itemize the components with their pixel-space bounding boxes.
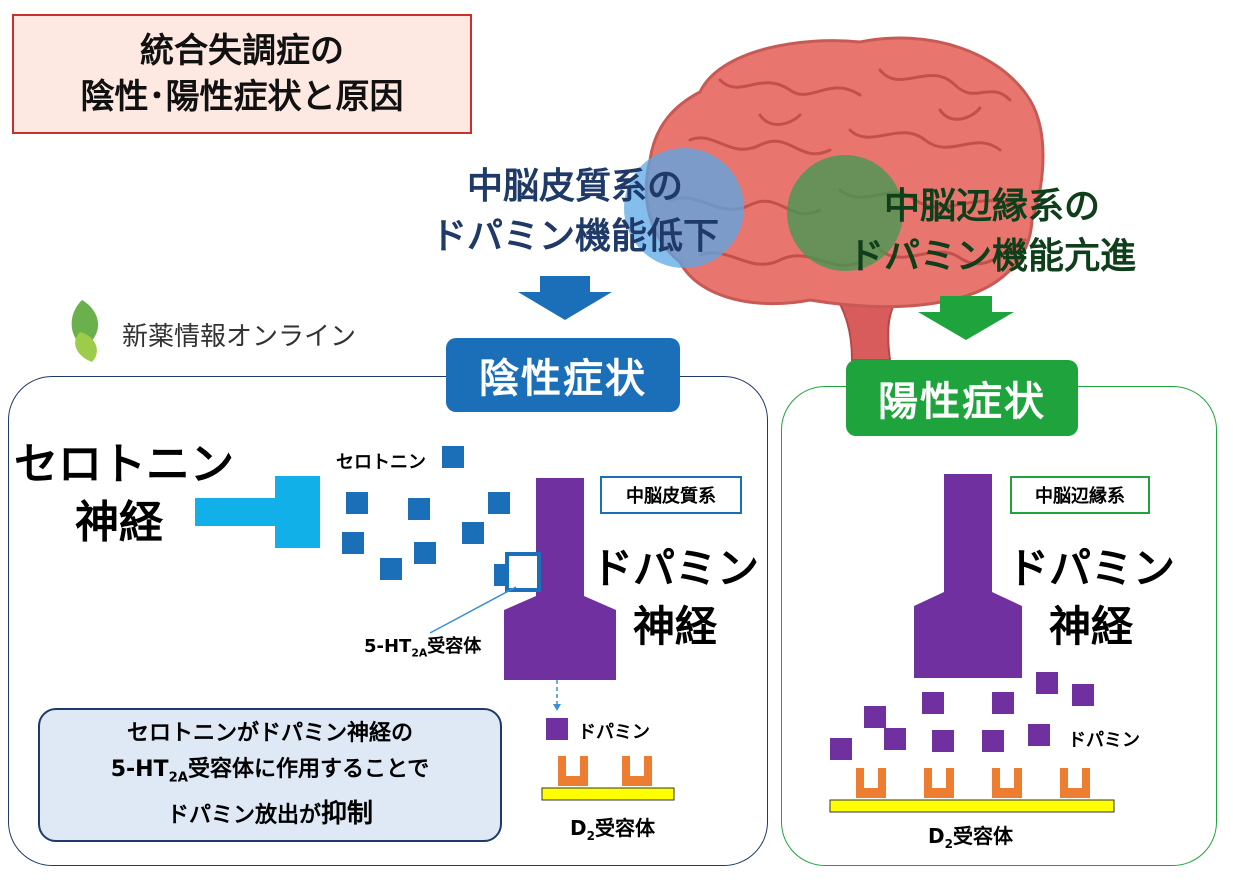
serotonin-neuron-shape [195, 476, 320, 548]
info-line-3: ドパミン放出が抑制 [167, 796, 373, 834]
right-heading: 中脳辺縁系の ドパミン機能亢進 [822, 182, 1162, 282]
left-dopamine-neuron-label: ドパミン 神経 [590, 540, 760, 656]
serotonin-molecule [408, 498, 430, 520]
dopamine-release-dashed-arrow [553, 680, 561, 711]
serotonin-neuron-label-line-1: セロトニン [14, 439, 234, 490]
left-dopamine-neuron-label-line-2: 神経 [632, 602, 717, 651]
title-box: 統合失調症の 陰性･陽性症状と原因 [12, 14, 472, 134]
serotonin-neuron-label-line-2: 神経 [75, 497, 163, 548]
dopamine-molecule [884, 728, 906, 750]
mesolimbic-pathway-label: 中脳辺縁系 [1010, 476, 1150, 514]
mesolimbic-highlight [787, 155, 903, 271]
right-d2-receptor-label-suffix: 受容体 [952, 824, 1013, 848]
left-heading-line-2: ドパミン機能低下 [430, 216, 719, 257]
right-d2-receptor-label-sub: 2 [944, 837, 953, 851]
dopamine-molecule [546, 718, 568, 740]
dopamine-molecule [982, 730, 1004, 752]
info-line-2-suffix: 受容体に作用することで [187, 756, 430, 782]
leaf-logo-icon [71, 300, 99, 362]
left-d2-receptor-label-prefix: D [570, 816, 587, 840]
right-heading-line-1: 中脳辺縁系の [883, 186, 1100, 227]
serotonin-molecule [380, 558, 402, 580]
mesolimbic-dopamine-neuron-shape [914, 474, 1022, 678]
negative-symptoms-badge: 陰性症状 [446, 338, 680, 412]
left-d2-receptor-label-suffix: 受容体 [594, 816, 655, 840]
info-line-3-prefix: ドパミン放出が [166, 803, 321, 829]
logo-text: 新薬情報オンライン [122, 322, 357, 352]
mesocortical-highlight [624, 148, 744, 268]
right-dopamine-neuron-label-line-1: ドパミン [1006, 544, 1175, 593]
dopamine-molecule [992, 692, 1014, 714]
title-line-2: 陰性･陽性症状と原因 [80, 77, 404, 117]
serotonin-legend-square [442, 446, 464, 468]
right-heading-line-2: ドパミン機能亢進 [847, 236, 1136, 277]
right-dopamine-neuron-label: ドパミン 神経 [1006, 540, 1176, 656]
5ht2a-receptor-label-prefix: 5-HT [364, 636, 412, 657]
left-dopamine-neuron-label-line-1: ドパミン [590, 544, 759, 593]
dopamine-molecule [922, 692, 944, 714]
info-line-3-strong: 抑制 [321, 799, 374, 830]
mesocortical-dopamine-neuron-shape [504, 478, 616, 680]
5ht2a-receptor-icon [505, 552, 541, 592]
dopamine-molecule [864, 706, 886, 728]
dopamine-molecule [1072, 684, 1094, 706]
down-arrow-green-icon [918, 296, 1014, 340]
receptor-pointer-line [429, 586, 517, 634]
left-d2-receptor-label: D2受容体 [570, 812, 655, 843]
left-d2-receptor-label-sub: 2 [586, 829, 595, 843]
serotonin-molecule [414, 542, 436, 564]
serotonin-molecule [462, 522, 484, 544]
dopamine-molecule [932, 730, 954, 752]
down-arrow-blue-icon [518, 276, 612, 320]
positive-symptoms-badge: 陽性症状 [846, 360, 1078, 436]
info-line-2: 5-HT2A受容体に作用することで [111, 752, 430, 796]
right-d2-receptor-label-prefix: D [928, 824, 945, 848]
5ht2a-receptor-label-suffix: 受容体 [427, 636, 482, 657]
dopamine-molecule [1028, 724, 1050, 746]
left-dopamine-label: ドパミン [578, 722, 650, 743]
serotonin-molecule [342, 532, 364, 554]
dopamine-molecule [830, 738, 852, 760]
left-heading-line-1: 中脳皮質系の [466, 166, 683, 207]
mesocortical-pathway-label: 中脳皮質系 [600, 476, 742, 514]
5ht2a-receptor-label-sub: 2A [411, 646, 428, 660]
5ht2a-receptor-label: 5-HT2A受容体 [364, 632, 481, 660]
mechanism-info-box: セロトニンがドパミン神経の 5-HT2A受容体に作用することで ドパミン放出が抑… [38, 708, 502, 842]
serotonin-molecule [346, 492, 368, 514]
right-dopamine-neuron-label-line-2: 神経 [1048, 602, 1133, 651]
serotonin-molecule [488, 492, 510, 514]
left-d2-receptor-membrane [541, 756, 675, 801]
serotonin-label: セロトニン [336, 452, 426, 473]
title-line-1: 統合失調症の [140, 31, 344, 71]
right-d2-receptor-label: D2受容体 [928, 820, 1013, 851]
info-line-2-prefix: 5-HT [110, 756, 169, 782]
dopamine-molecule [1036, 672, 1058, 694]
info-line-1: セロトニンがドパミン神経の [126, 720, 413, 746]
left-heading: 中脳皮質系の ドパミン機能低下 [400, 162, 750, 262]
right-dopamine-label: ドパミン [1068, 730, 1140, 751]
serotonin-neuron-label: セロトニン 神経 [14, 436, 234, 552]
right-d2-receptor-membrane [829, 768, 1115, 813]
info-line-2-sub: 2A [168, 770, 188, 786]
